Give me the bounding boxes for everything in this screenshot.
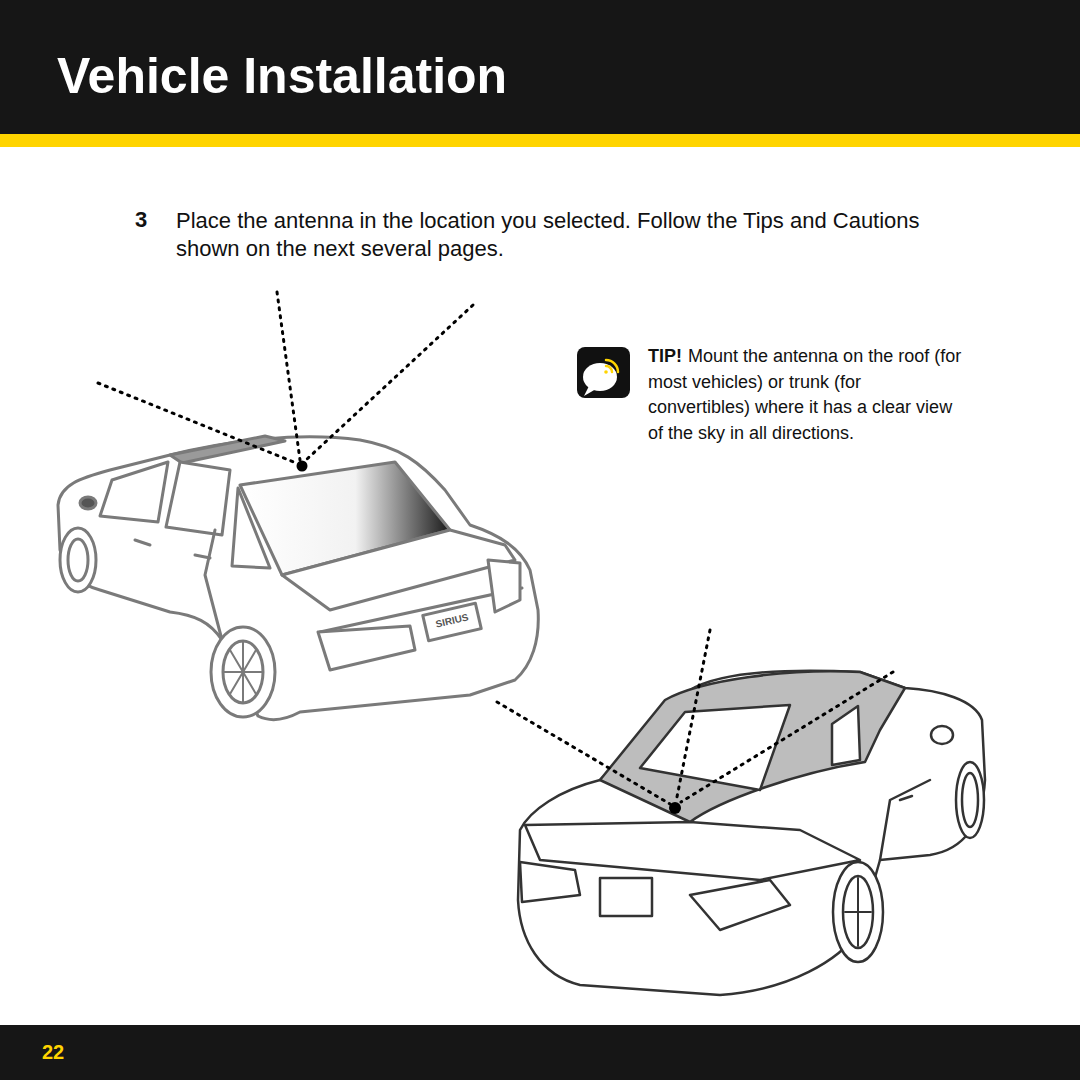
header-stripe — [0, 134, 1080, 147]
sky-view-lines — [98, 292, 893, 804]
convertible-illustration — [518, 671, 985, 995]
page-number: 22 — [42, 1040, 64, 1064]
page-title: Vehicle Installation — [57, 46, 507, 106]
tip-text: Mount the antenna on the roof (for most … — [648, 344, 968, 446]
step-text: Place the antenna in the location you se… — [176, 207, 966, 263]
tip-icon — [577, 347, 630, 398]
footer-bar — [0, 1025, 1080, 1080]
step-number: 3 — [135, 207, 147, 233]
sedan-illustration — [58, 436, 538, 719]
antenna-spot — [297, 461, 308, 472]
antenna-spot — [669, 802, 681, 814]
tip-heading: TIP! — [648, 344, 682, 370]
header-bar — [0, 0, 1080, 134]
